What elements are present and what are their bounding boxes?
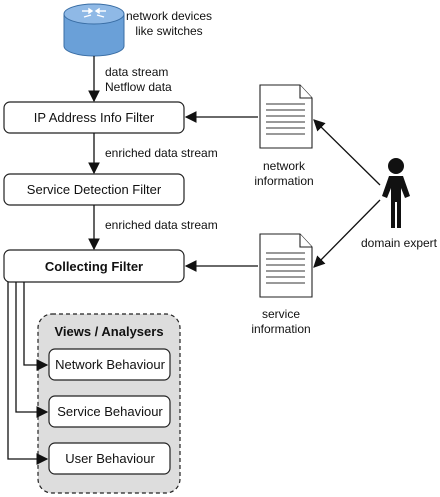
network-behaviour-label: Network Behaviour (55, 357, 165, 372)
collecting-to-user-behaviour-arrow (7, 282, 49, 465)
service-detection-filter-label: Service Detection Filter (27, 182, 162, 197)
service-information-document-icon (259, 233, 313, 298)
source-label-line2: like switches (135, 24, 202, 38)
service-behaviour-box (48, 395, 171, 428)
domain-expert-label: domain expert (361, 236, 438, 250)
network-information-document-icon (259, 84, 313, 149)
service-behaviour-label: Service Behaviour (57, 404, 163, 419)
collecting-to-service-behaviour-arrow (15, 282, 49, 418)
collecting-filter-box (3, 249, 185, 283)
expert-to-service-info-arrow (313, 199, 381, 268)
ip-address-info-filter-label: IP Address Info Filter (34, 110, 155, 125)
network-information-label-line1: network (263, 159, 306, 173)
views-analysers-title: Views / Analysers (54, 324, 163, 339)
network-behaviour-box (48, 348, 171, 381)
network-information-label-line2: information (254, 174, 313, 188)
enriched-stream-label-2: enriched data stream (105, 218, 218, 232)
domain-expert-icon (382, 158, 410, 228)
data-stream-label-line1: data stream (105, 65, 168, 79)
enriched-stream-label-1: enriched data stream (105, 146, 218, 160)
collecting-filter-label: Collecting Filter (45, 259, 143, 274)
data-stream-label-line2: Netflow data (105, 80, 172, 94)
network-device-icon (63, 3, 125, 57)
user-behaviour-label: User Behaviour (65, 451, 155, 466)
expert-to-network-info-arrow (313, 119, 381, 186)
user-behaviour-box (48, 442, 171, 475)
service-information-label-line1: service (262, 307, 300, 321)
service-information-label-line2: information (251, 322, 310, 336)
source-label-line1: network devices (126, 9, 212, 23)
collecting-to-network-behaviour-arrow (23, 282, 49, 371)
